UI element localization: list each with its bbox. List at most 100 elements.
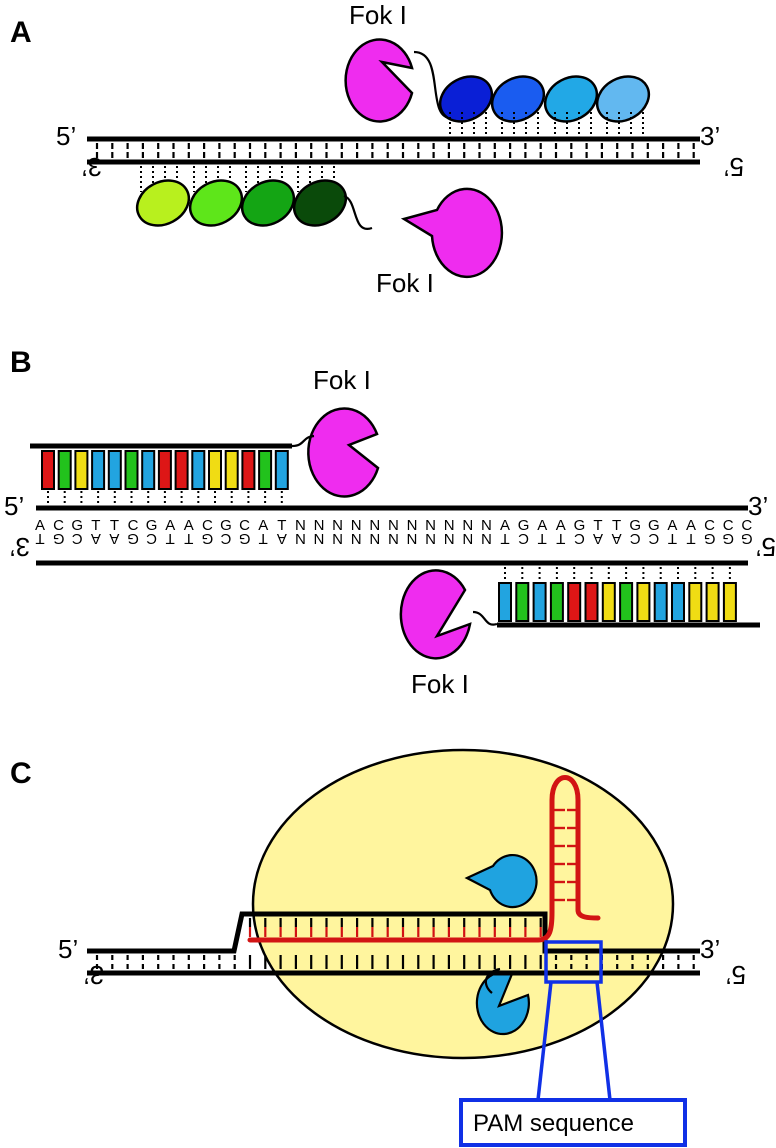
base-letter: C	[72, 530, 83, 547]
base-letter: T	[35, 530, 44, 547]
base-letter: T	[184, 530, 193, 547]
fok-i-nuclease-b-top	[307, 407, 380, 498]
five-prime-label-b-bottom: 5’	[756, 532, 776, 562]
tale-repeat-domain	[595, 75, 651, 123]
three-prime-label-b-bottom: 3’	[10, 532, 30, 562]
tale-module	[567, 582, 582, 622]
contact-lines-a-top	[449, 112, 644, 136]
base-letter: N	[462, 517, 473, 534]
three-prime-label-a-bottom: 3’	[82, 152, 102, 182]
zinc-finger-domain	[292, 179, 348, 227]
rna-dna-pairs	[248, 918, 542, 937]
tale-module	[549, 582, 564, 622]
tale-repeat-domain	[438, 75, 494, 123]
base-letter: C	[146, 530, 157, 547]
tale-repeat-domain	[543, 75, 599, 123]
base-letter: C	[53, 517, 64, 534]
tale-module	[124, 450, 139, 490]
panel-c: C 5’ 3’ 3’ 5’ PAM sequence	[10, 748, 746, 1147]
base-letter: A	[612, 530, 622, 547]
base-letter: A	[277, 530, 287, 547]
tale-module	[141, 450, 156, 490]
base-letter: G	[127, 530, 139, 547]
fok-label-a-bottom: Fok I	[376, 268, 434, 298]
base-letter: G	[71, 517, 83, 534]
linker-b-top	[291, 434, 315, 448]
base-letter: N	[369, 517, 380, 534]
cas9-lobe-top	[464, 853, 538, 909]
fok-label-b-bottom: Fok I	[411, 669, 469, 699]
base-letter: N	[332, 530, 343, 547]
base-letter: T	[593, 517, 602, 534]
tale-module	[107, 450, 122, 490]
base-letter: N	[425, 530, 436, 547]
five-prime-label-a: 5’	[56, 121, 76, 151]
guide-rna	[247, 775, 601, 943]
contact-lines-b-top	[47, 491, 283, 505]
pam-callout-right	[595, 981, 612, 1101]
base-letter: T	[277, 517, 286, 534]
base-letter: N	[481, 517, 492, 534]
panel-b-letter: B	[10, 346, 32, 379]
base-letter: T	[110, 517, 119, 534]
base-letter: G	[220, 517, 232, 534]
base-letter: G	[239, 530, 251, 547]
contact-lines-b-bottom	[504, 567, 731, 581]
base-letter: G	[518, 517, 530, 534]
base-letter: T	[556, 530, 565, 547]
base-letter: C	[630, 530, 641, 547]
linker-b-bottom	[472, 610, 498, 626]
base-letter: N	[462, 530, 473, 547]
tale-modules-b-top	[41, 450, 289, 490]
base-letter: N	[369, 530, 380, 547]
base-letter: C	[723, 517, 734, 534]
base-letter: C	[220, 530, 231, 547]
fok-label-b-top: Fok I	[313, 365, 371, 395]
tale-module	[584, 582, 599, 622]
base-letter: T	[91, 517, 100, 534]
tale-module	[191, 450, 206, 490]
three-prime-label-c: 3’	[700, 934, 720, 964]
base-letter: G	[741, 530, 753, 547]
base-pair-rungs-a	[95, 143, 695, 158]
base-letter: G	[146, 517, 158, 534]
base-letter: A	[593, 530, 603, 547]
tale-module	[57, 450, 72, 490]
base-letter: A	[556, 517, 566, 534]
tale-module	[274, 450, 289, 490]
base-letter: N	[314, 530, 325, 547]
base-letter: N	[407, 517, 418, 534]
tale-module	[636, 582, 651, 622]
base-letter: G	[53, 530, 65, 547]
tale-module	[241, 450, 256, 490]
base-letter: T	[612, 517, 621, 534]
base-letter: C	[648, 530, 659, 547]
tale-repeat-domain	[490, 75, 546, 123]
base-letter: G	[629, 517, 641, 534]
tale-module	[41, 450, 55, 490]
base-letter: G	[704, 530, 716, 547]
tale-module	[258, 450, 273, 490]
base-letter: A	[35, 517, 45, 534]
base-letter: N	[388, 517, 399, 534]
linker-a-bottom	[343, 194, 373, 230]
five-prime-label-c-bottom: 5’	[726, 960, 746, 990]
tale-module	[224, 450, 239, 490]
base-letter: T	[668, 530, 677, 547]
pam-callout-left	[536, 981, 553, 1101]
base-letter: C	[202, 517, 213, 534]
base-letter: C	[574, 530, 585, 547]
five-prime-label-b: 5’	[4, 491, 24, 521]
pam-label-box	[459, 1098, 687, 1147]
zinc-finger-domains-a-bottom	[135, 179, 348, 227]
tale-module	[498, 582, 512, 622]
base-letter: A	[184, 517, 194, 534]
zinc-finger-domain	[135, 179, 191, 227]
tale-module	[601, 582, 616, 622]
tale-module	[174, 450, 189, 490]
base-letter: N	[314, 517, 325, 534]
base-letter: C	[704, 517, 715, 534]
panel-a-letter: A	[10, 16, 32, 49]
